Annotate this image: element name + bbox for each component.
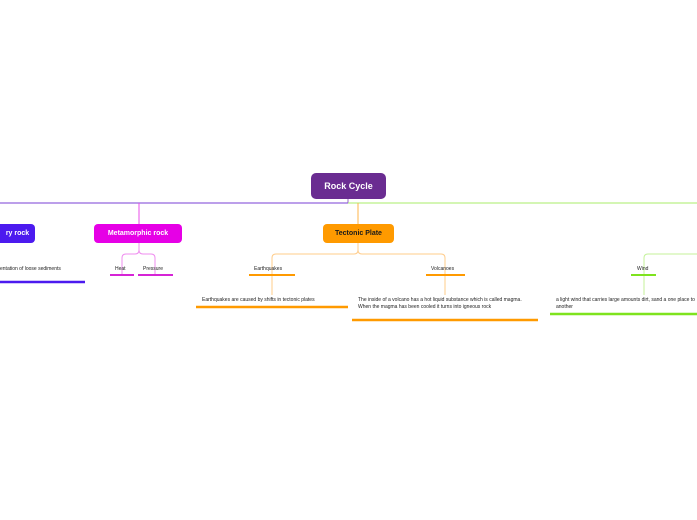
subtopic-pressure[interactable]: Pressure	[143, 266, 164, 272]
sedimentary-detail-text[interactable]: entation of loose sediments	[0, 266, 61, 272]
wind-detail-text[interactable]: a light wind that carries large amounts …	[556, 297, 695, 310]
subtopic-wind[interactable]: Wind	[637, 266, 649, 272]
subtopic-heat[interactable]: Heat	[115, 266, 126, 272]
volcanoes-detail-text[interactable]: The inside of a volcano has a hot liquid…	[358, 297, 522, 310]
root-node-rock-cycle[interactable]: Rock Cycle	[311, 173, 386, 199]
topic-metamorphic-rock[interactable]: Metamorphic rock	[94, 224, 182, 243]
topic-tectonic-plate[interactable]: Tectonic Plate	[323, 224, 394, 243]
earthquakes-detail-text[interactable]: Earthquakes are caused by shifts in tect…	[202, 297, 315, 303]
topic-sedimentary-rock[interactable]: ry rock	[0, 224, 35, 243]
subtopic-volcanoes[interactable]: Volcanoes	[431, 266, 455, 272]
subtopic-earthquakes[interactable]: Earthquakes	[254, 266, 283, 272]
